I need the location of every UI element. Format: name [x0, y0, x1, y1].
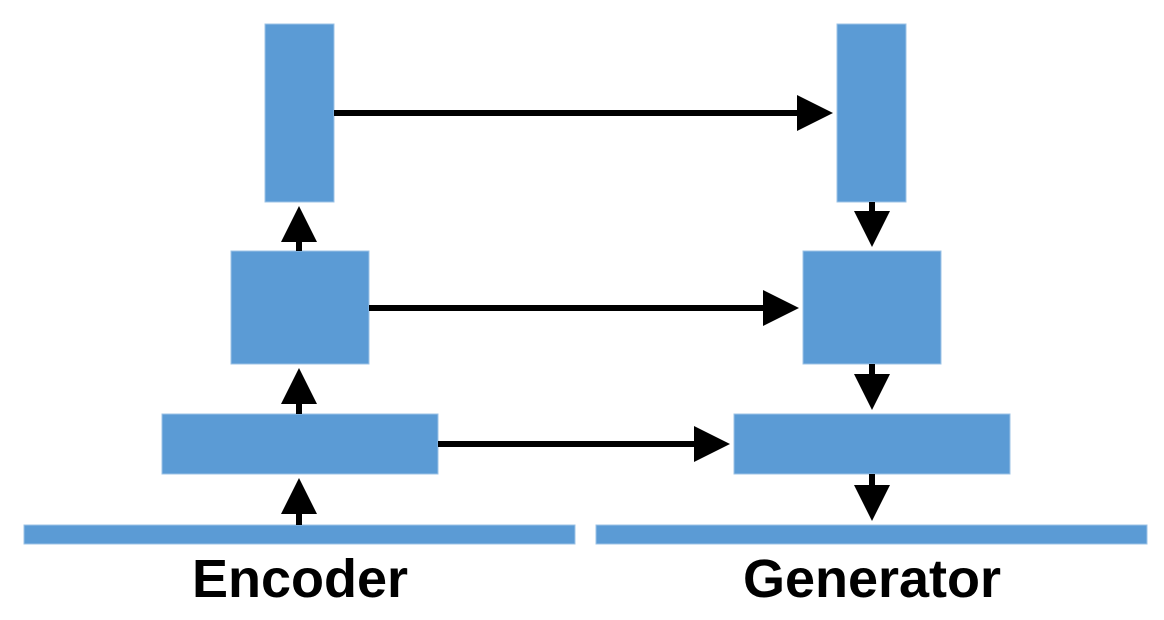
- encoder-block-1: [161, 413, 439, 475]
- encoder-block-2: [230, 250, 370, 365]
- generator-block-2: [802, 250, 942, 365]
- generator-label: Generator: [742, 549, 1002, 609]
- generator-output-bar: [595, 524, 1148, 545]
- encoder-block-3: [264, 23, 335, 203]
- encoder-input-bar: [23, 524, 576, 545]
- generator-block-3: [836, 23, 907, 203]
- generator-block-1: [733, 413, 1011, 475]
- encoder-label: Encoder: [191, 549, 409, 609]
